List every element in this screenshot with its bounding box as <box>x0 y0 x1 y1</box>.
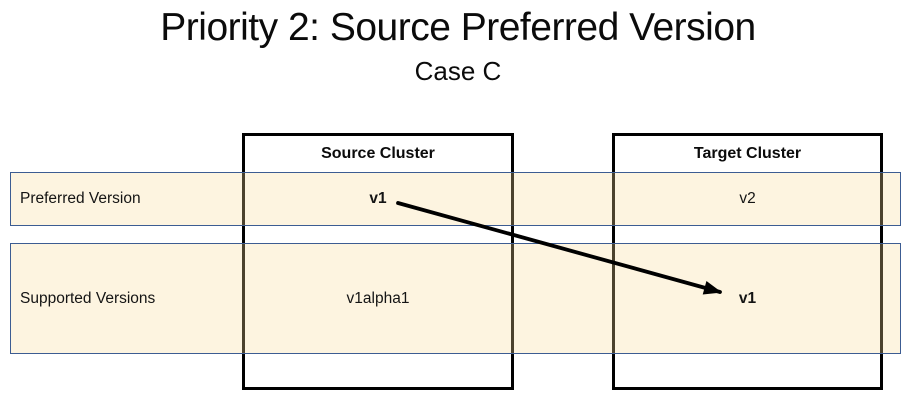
cell-target-supported-versions: v1 <box>738 289 757 307</box>
row-label-supported-versions: Supported Versions <box>20 289 156 307</box>
row-label-preferred-version: Preferred Version <box>20 190 141 207</box>
slide-title: Priority 2: Source Preferred Version <box>160 6 756 49</box>
target-cluster-header: Target Cluster <box>693 145 802 162</box>
slide-subtitle: Case C <box>414 56 502 86</box>
cell-source-preferred-version: v1 <box>369 190 387 207</box>
source-cluster-header: Source Cluster <box>321 145 435 162</box>
cell-target-preferred-version: v2 <box>739 190 756 207</box>
cell-source-supported-versions: v1alpha1 <box>346 289 410 307</box>
